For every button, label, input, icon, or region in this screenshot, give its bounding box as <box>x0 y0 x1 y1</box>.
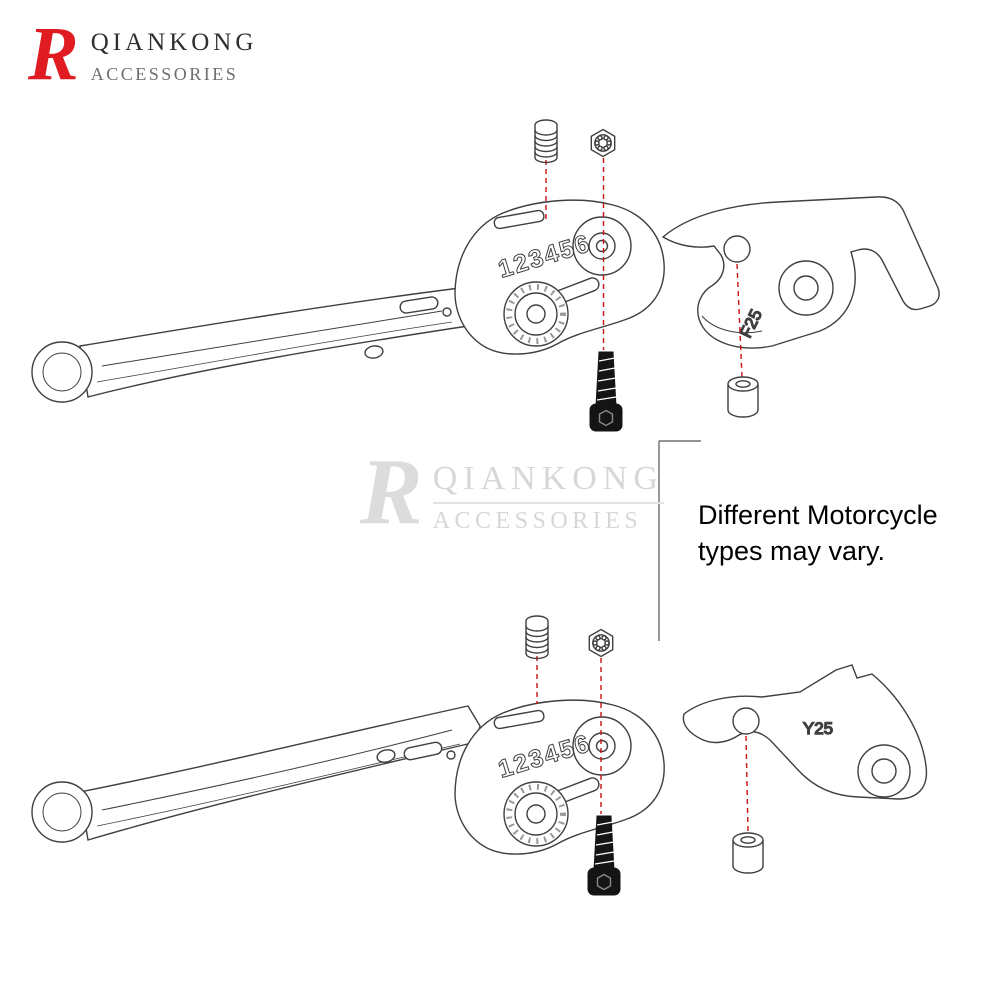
top-lever-ball-end <box>31 341 93 403</box>
bottom-lever-ball-end <box>31 781 93 843</box>
top-lock-nut <box>590 128 616 158</box>
bottom-assembly: 123456 Y25 <box>31 615 928 896</box>
bottom-bushing <box>732 832 764 874</box>
variation-note-line2: types may vary. <box>698 536 886 567</box>
bottom-spring <box>525 615 549 660</box>
brand-text: QIANKONG ACCESSORIES <box>91 20 258 85</box>
top-lever: 123456 <box>31 199 665 403</box>
variation-note: Different Motorcycle types may vary. <box>698 497 938 570</box>
bottom-adapter-small-hole <box>732 707 760 735</box>
top-adapter-small-hole <box>723 235 751 263</box>
top-pivot-bolt <box>589 351 623 432</box>
variation-note-line1: Different Motorcycle <box>698 500 938 530</box>
brand-name: QIANKONG <box>90 29 258 56</box>
brand-logo: R QIANKONG ACCESSORIES <box>28 12 258 96</box>
top-assembly: 123456 F25 <box>31 119 940 432</box>
bottom-lock-nut <box>588 628 614 658</box>
bottom-adapter-bracket: Y25 <box>682 664 928 800</box>
top-guide-lines <box>545 158 743 378</box>
top-adapter-guide-line <box>736 263 743 378</box>
bottom-adapter-guide-line <box>745 735 749 833</box>
brand-logo-letter: R <box>28 12 79 96</box>
bottom-lever: 123456 <box>31 699 665 855</box>
bottom-adapter-label: Y25 <box>803 719 833 738</box>
bottom-lever-blade <box>79 705 481 841</box>
top-spring <box>534 119 558 164</box>
note-bracket <box>658 440 701 641</box>
top-bushing <box>727 376 759 418</box>
bottom-guide-lines <box>536 656 749 833</box>
top-adapter-bracket: F25 <box>661 196 940 349</box>
brand-subtitle: ACCESSORIES <box>90 64 239 84</box>
